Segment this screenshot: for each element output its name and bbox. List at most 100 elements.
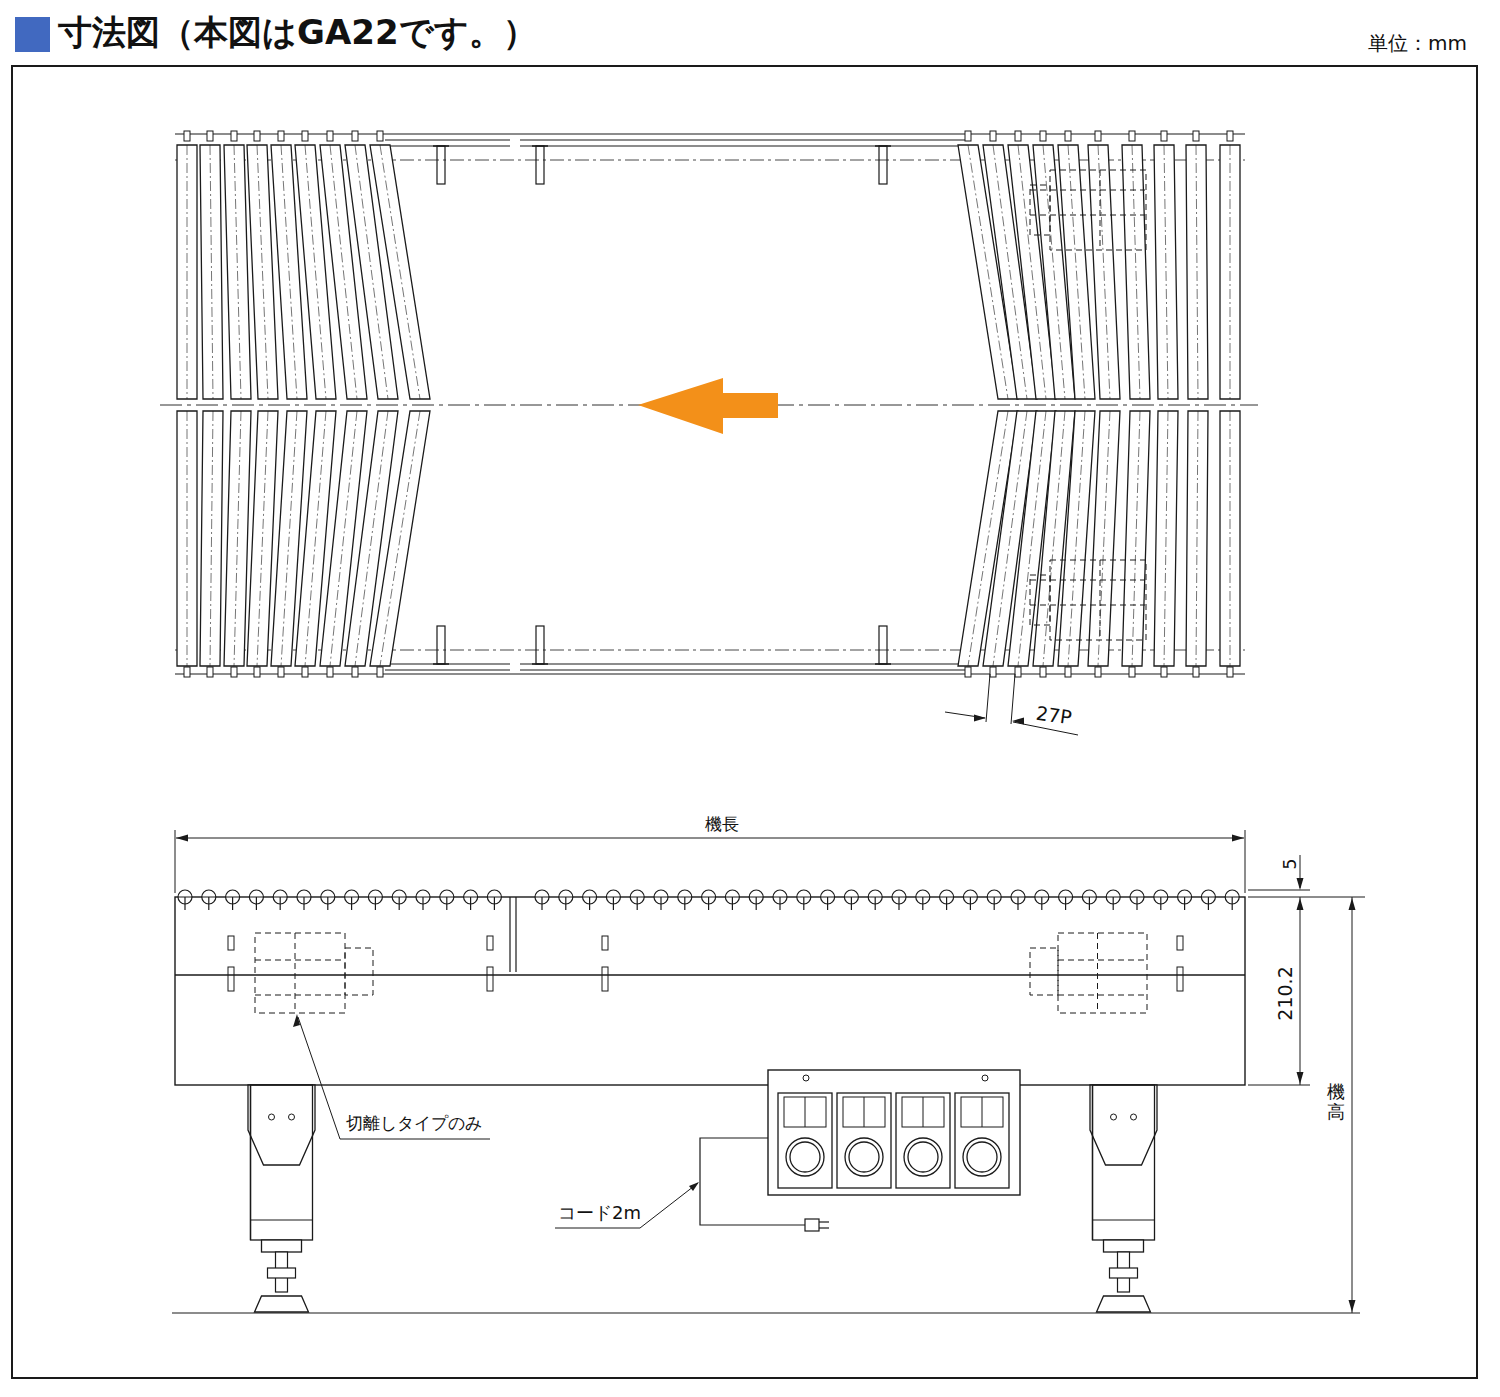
roller-shaft xyxy=(637,897,638,910)
roller xyxy=(1088,411,1120,666)
hidden-motor xyxy=(295,933,296,1013)
roller-shaft xyxy=(987,897,1001,898)
frame-edge xyxy=(175,673,1245,674)
roller xyxy=(1220,411,1240,666)
roller-shaft xyxy=(1201,897,1215,898)
switch-knob xyxy=(790,1142,820,1172)
roller-shaft xyxy=(1208,897,1209,910)
roller-shaft xyxy=(868,897,882,898)
roller-shaft xyxy=(965,667,971,677)
switch-module xyxy=(778,1093,832,1188)
roller-shaft xyxy=(946,897,947,910)
roller-shaft xyxy=(375,897,376,910)
roller-shaft xyxy=(256,897,257,910)
frame-bolt xyxy=(228,967,234,991)
roller-shaft xyxy=(1040,667,1046,677)
roller-shaft xyxy=(208,897,209,910)
roller-body xyxy=(1088,411,1120,666)
roller-shaft xyxy=(821,897,835,898)
roller-shaft xyxy=(487,897,501,898)
roller-shaft xyxy=(535,897,549,898)
roller-shaft xyxy=(254,667,260,677)
roller-shaft xyxy=(226,897,240,898)
roller-shaft xyxy=(1106,897,1120,898)
hidden-coupling xyxy=(345,948,373,995)
leader-line xyxy=(298,1017,340,1139)
roller-shaft xyxy=(898,897,899,910)
roller-centerline xyxy=(1132,145,1140,399)
roller-shaft xyxy=(1059,897,1073,898)
roller-body xyxy=(224,145,251,399)
roller-shaft xyxy=(892,897,906,898)
roller-shaft xyxy=(797,897,811,898)
arrowhead xyxy=(1297,1072,1304,1084)
roller-shaft xyxy=(184,131,190,141)
roller-centerline xyxy=(234,411,241,666)
roller-shaft xyxy=(827,897,828,910)
power-cord xyxy=(700,1138,805,1225)
roller-shaft xyxy=(399,897,400,910)
frame-split xyxy=(509,897,510,972)
side-rail xyxy=(385,139,510,140)
switch-knob xyxy=(849,1142,879,1172)
roller-shaft xyxy=(1193,667,1199,677)
roller-shaft xyxy=(1041,897,1042,910)
switch-module xyxy=(864,1097,865,1127)
roller-shaft xyxy=(184,897,185,910)
roller-shaft xyxy=(1227,667,1233,677)
roller-shaft xyxy=(756,897,757,910)
hidden-motor xyxy=(1100,560,1101,640)
roller-shaft xyxy=(464,897,478,898)
roller xyxy=(370,145,430,399)
roller-shaft xyxy=(345,897,359,898)
roller-shaft xyxy=(327,667,333,677)
roller-shaft xyxy=(352,131,358,141)
roller-shaft xyxy=(654,897,668,898)
roller xyxy=(1220,145,1240,399)
roller-centerline xyxy=(234,145,241,399)
switch-knob xyxy=(908,1142,938,1172)
roller-shaft xyxy=(416,897,430,898)
roller-shaft xyxy=(684,897,685,910)
roller xyxy=(224,411,251,666)
roller-shaft xyxy=(207,667,213,677)
roller-shaft xyxy=(1184,897,1185,910)
roller-body xyxy=(200,145,223,399)
roller-shaft xyxy=(779,897,780,910)
hidden-coupling xyxy=(1030,575,1050,625)
frame-bracket xyxy=(437,626,445,664)
switch-module xyxy=(923,1097,924,1127)
adjuster-nut xyxy=(262,1240,302,1252)
roller-shaft xyxy=(494,897,495,910)
callout-note: 切離しタイプのみ xyxy=(346,1114,482,1133)
roller-shaft xyxy=(377,131,383,141)
roller-shaft xyxy=(470,897,471,910)
hidden-motor xyxy=(1030,605,1145,606)
hidden-motor xyxy=(1030,215,1145,216)
switch-knob xyxy=(963,1138,1001,1176)
roller-shaft xyxy=(970,897,971,910)
roller-shaft xyxy=(749,897,763,898)
adjuster-nut xyxy=(1104,1240,1144,1252)
frame-bracket xyxy=(879,146,887,184)
roller-centerline xyxy=(281,145,297,399)
roller-shaft xyxy=(916,897,930,898)
extension-line xyxy=(1245,830,1246,893)
leader-underline xyxy=(340,1139,490,1140)
roller-shaft xyxy=(1136,897,1137,910)
frame-side xyxy=(175,897,1245,1085)
leg-foot xyxy=(255,1296,309,1312)
roller-shaft xyxy=(732,897,733,910)
leg-foot xyxy=(1097,1296,1151,1312)
frame-bracket xyxy=(437,146,445,184)
roller-shaft xyxy=(202,897,216,898)
switch-module xyxy=(784,1097,826,1127)
roller-shaft xyxy=(702,897,716,898)
roller-shaft xyxy=(851,897,852,910)
roller xyxy=(177,145,197,399)
side-rail xyxy=(520,139,965,140)
arrowhead xyxy=(293,1014,300,1027)
roller-shaft xyxy=(392,897,406,898)
switch-knob xyxy=(904,1138,942,1176)
switch-module xyxy=(896,1093,950,1188)
